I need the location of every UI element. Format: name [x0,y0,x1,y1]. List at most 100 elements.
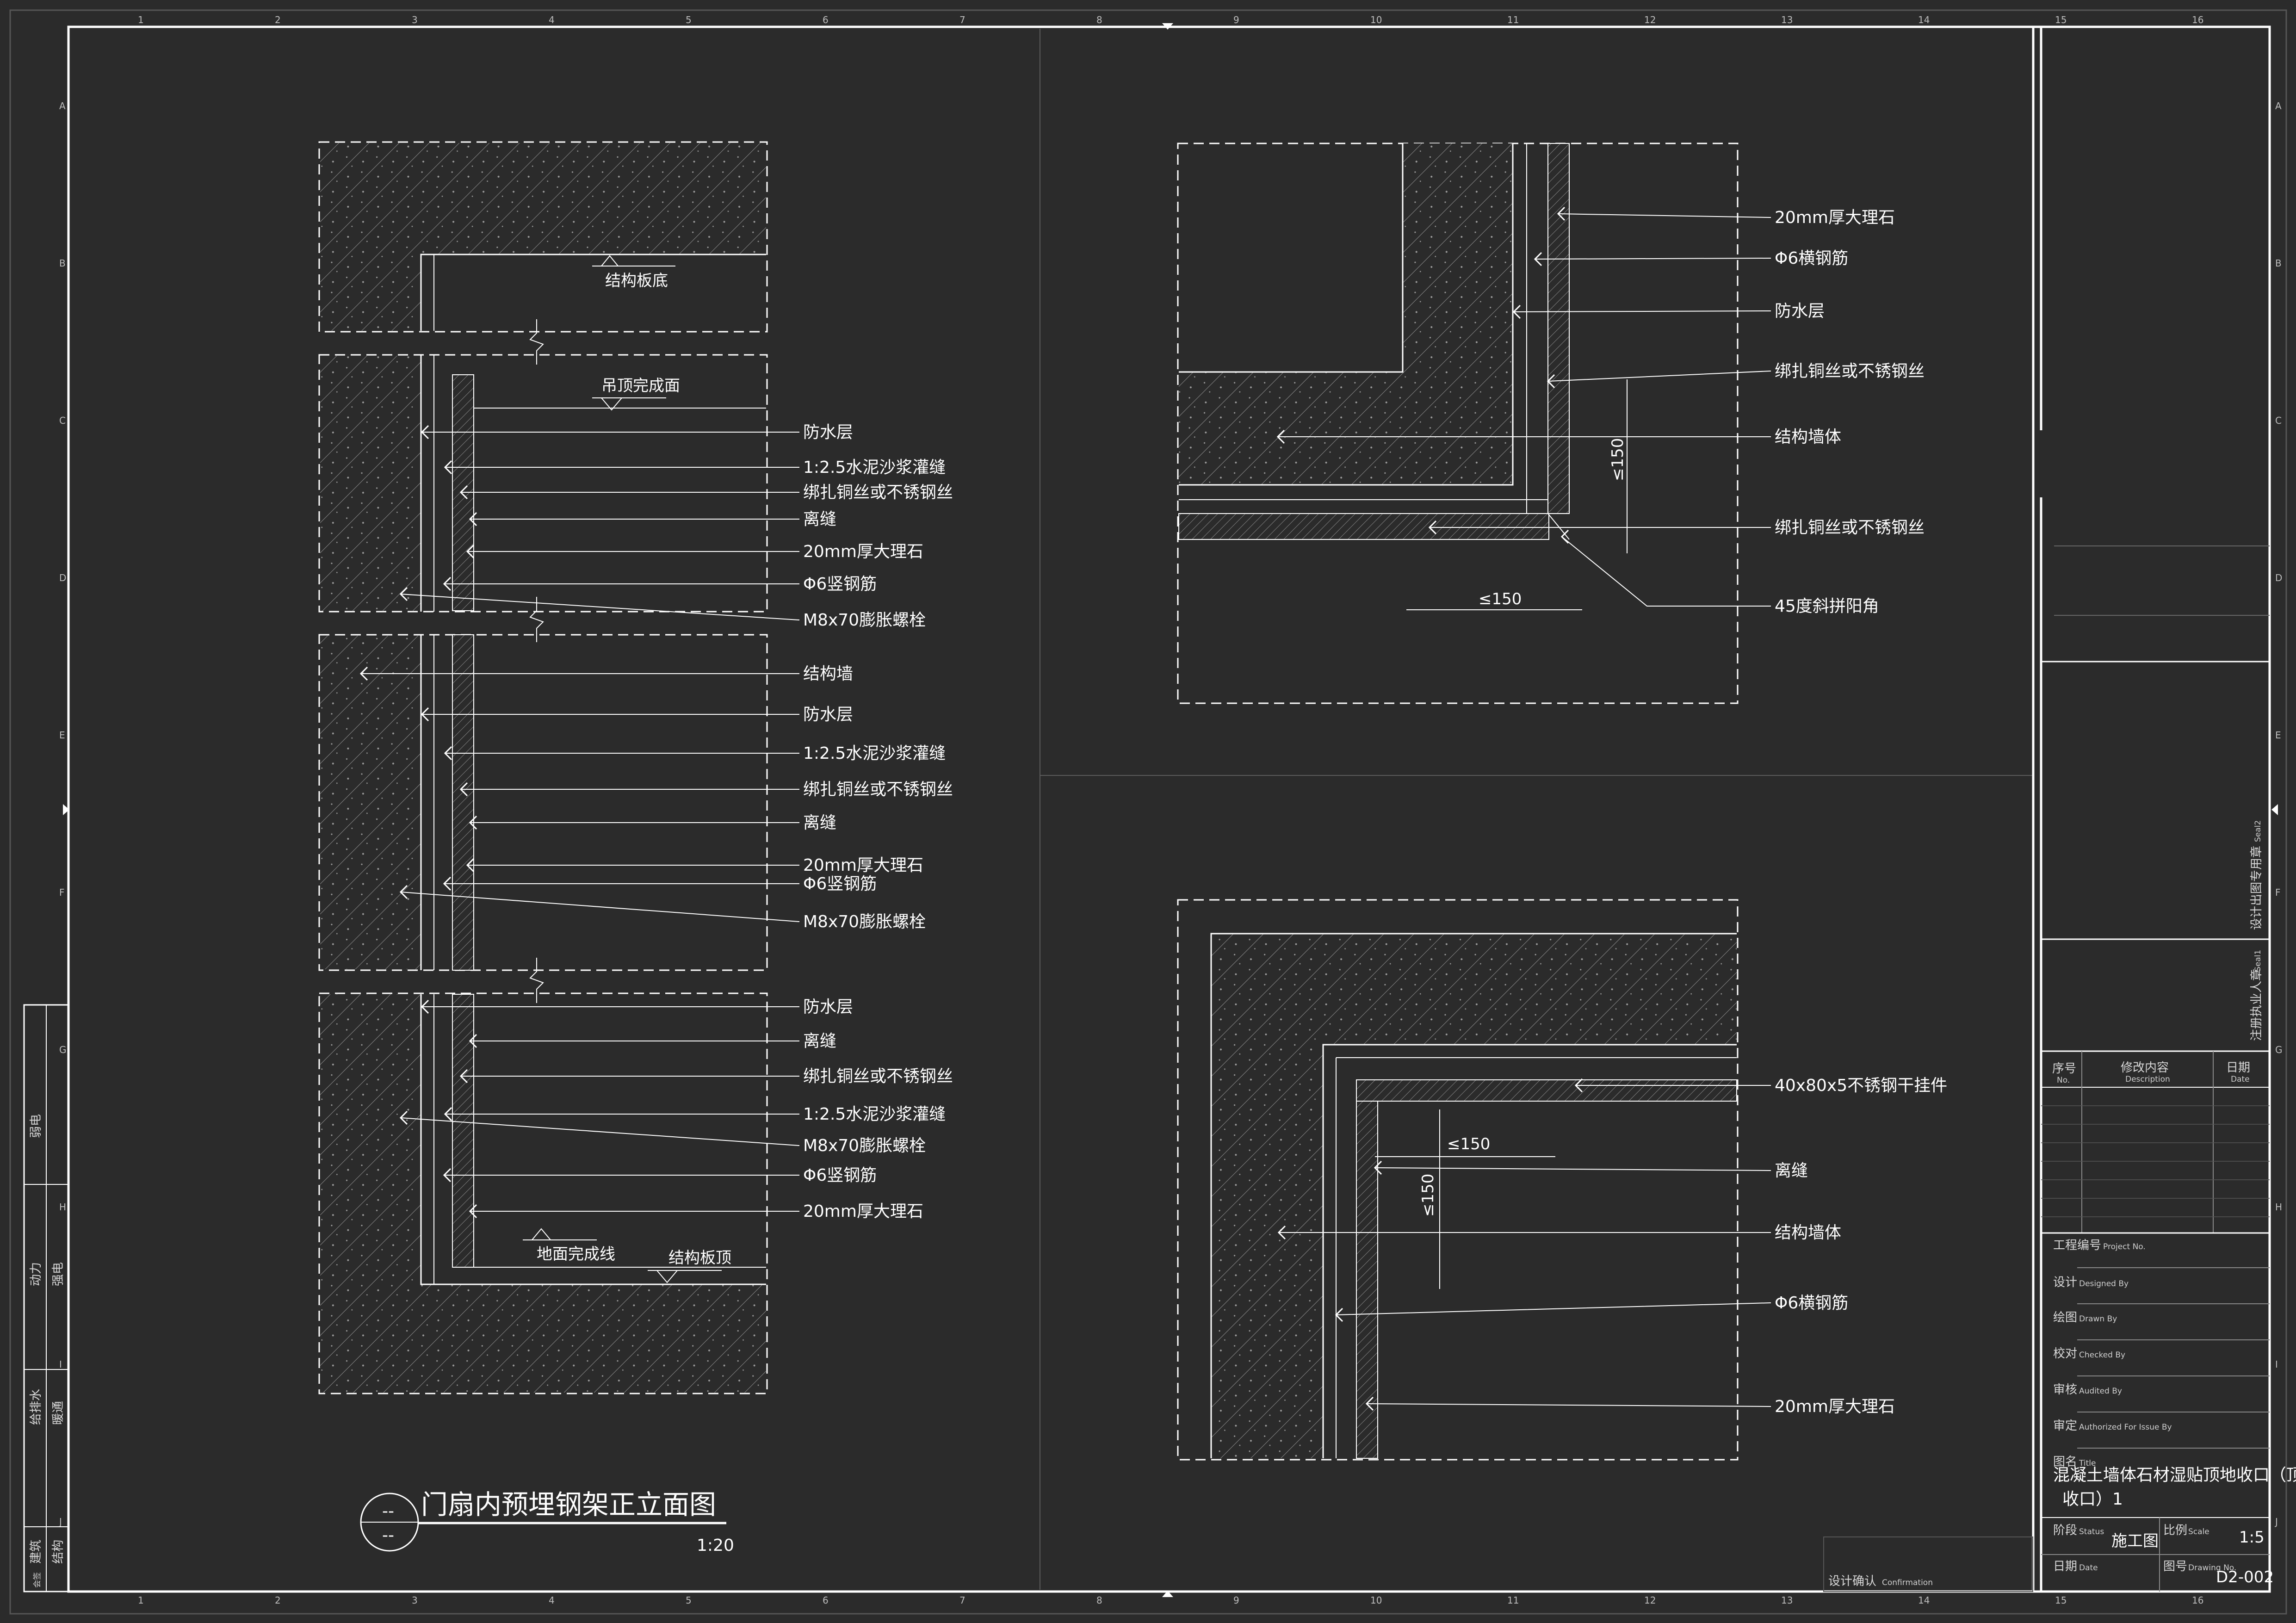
grid-col-label: 5 [686,1595,692,1606]
status-label: 阶段 [2053,1524,2077,1537]
grid-col-label: 7 [959,1595,965,1606]
grid-col-label: 8 [1096,1595,1102,1606]
leader-arrow [1547,374,1555,389]
grid-col-label: 9 [1233,1595,1239,1606]
annotation-label: M8x70膨胀螺栓 [803,611,926,630]
grid-col-label: 6 [823,14,829,25]
center-mark-top [1162,23,1173,30]
annotation-label: 结构墙体 [1775,1223,1841,1242]
annotation-label: 20mm厚大理石 [1775,208,1895,227]
leader-arrow [1574,1078,1583,1093]
grid-col-label: 15 [2055,1595,2067,1606]
annotation-label: 1:2.5水泥沙浆灌缝 [803,458,946,477]
break-mark-3 [529,958,544,1003]
br-dim-horizontal-text: ≤150 [1447,1135,1490,1153]
ceiling-finish-marker [592,397,666,411]
leader-line [1561,536,1771,607]
grid-col-label: 16 [2192,14,2203,25]
leader-arrow [469,1204,477,1219]
seal2-en: Seal2 [2253,820,2263,842]
leader-arrow [1512,304,1521,319]
leader-arrow [444,746,452,761]
rev-date-label: 日期 [2226,1061,2250,1075]
grid-col-label: 13 [1781,14,1793,25]
leader-arrow [399,587,408,601]
leader-line [1366,1403,1771,1407]
tr-dashed-border [1177,142,1739,704]
grid-col-label: 7 [959,14,965,25]
break-mark-1 [529,319,544,365]
grid-col-label: 16 [2192,1595,2203,1606]
leader-arrow [466,858,475,873]
scale-label-en: Scale [2188,1527,2209,1536]
grid-col-label: 5 [686,14,692,25]
annotation-label: 绑扎铜丝或不锈钢丝 [803,1067,953,1086]
annotation-label: Φ6竖钢筋 [803,1166,877,1185]
annotation-label: 20mm厚大理石 [803,1202,923,1221]
floor-finish-marker [523,1228,597,1240]
authorized-en: Authorized For Issue By [2079,1423,2172,1432]
br-marble-vertical [1356,1101,1378,1459]
leader-arrow [1560,529,1569,544]
annotation-label: 离缝 [803,1032,836,1051]
grid-col-label: 11 [1507,1595,1519,1606]
seal1-en: Seal1 [2253,950,2263,972]
grid-row-label: H [59,1202,66,1213]
seal1-label: 注册执业人章 [2250,969,2264,1041]
grid-col-label: 1 [138,1595,144,1606]
grid-col-label: 13 [1781,1595,1793,1606]
left-drawing-scale: 1:20 [697,1536,734,1555]
grid-col-label: 2 [275,1595,281,1606]
leader-arrow [469,815,477,830]
grid-col-label: 1 [138,14,144,25]
label-slab-bottom: 结构板底 [605,272,668,290]
drawn-label: 绘图 [2053,1311,2077,1325]
title-block: 设计出图专用章 Seal2 注册执业人章 Seal1 序号 No. 修改内容 D… [1823,545,2296,1592]
leader-line [1547,371,1771,382]
annotation-label: 离缝 [803,510,836,529]
leader-arrow [421,999,429,1014]
leader-arrow [459,782,468,797]
grid-col-label: 2 [275,14,281,25]
grid-col-label: 15 [2055,14,2067,25]
grid-col-label: 9 [1233,14,1239,25]
annotation-label: 防水层 [803,705,853,724]
center-mark-right [2271,804,2278,815]
break-mark-2 [529,597,544,642]
rev-desc-en: Description [2125,1075,2170,1084]
annotation-label: 45度斜拼阳角 [1775,597,1879,616]
left-drawing-title: 门扇内预埋钢架正立面图 [421,1489,716,1520]
project-no-label: 工程编号 [2053,1239,2101,1252]
drawing-title-line-1: 混凝土墙体石材湿贴顶地收口（顶地 [2053,1466,2296,1485]
grid-row-label: B [2275,258,2282,269]
countersign-strip: 弱电 动力 强电 给排水 暖通 建筑 结构 会签 [23,1004,69,1592]
drawing-no-label-en: Drawing No. [2188,1563,2236,1573]
grid-row-label: C [59,415,66,426]
date-label-en: Date [2079,1563,2098,1573]
top-slab-hatch [320,143,766,331]
section-2-marble [452,634,474,971]
grid-col-label: 3 [412,14,418,25]
drawing-no-value: D2-002 [2216,1568,2274,1586]
strip-power: 动力 [29,1262,43,1286]
annotation-label: 绑扎铜丝或不锈钢丝 [803,483,953,502]
scale-label: 比例 [2163,1524,2187,1537]
grid-col-label: 8 [1096,14,1102,25]
grid-row-label: G [59,1044,67,1055]
title-label-en: Title [2079,1459,2096,1468]
grid-col-label: 10 [1370,1595,1382,1606]
confirmation-label: 设计确认 [1828,1574,1876,1588]
annotation-label: 40x80x5不锈钢干挂件 [1775,1076,1947,1095]
annotation-label: 防水层 [803,423,853,442]
leader-arrow [421,425,429,440]
strip-strong-current: 强电 [51,1262,65,1286]
signoff-rows [2077,1267,2270,1449]
annotation-label: M8x70膨胀螺栓 [803,1136,926,1155]
bottom-right-section-drawing: ≤150 ≤150 40x80x5不锈钢干挂件离缝结构墙体Φ6横钢筋20mm厚大… [1177,899,1947,1461]
grid-row-label: I [59,1359,62,1370]
drawn-en: Drawn By [2079,1314,2117,1324]
strip-plumbing: 给排水 [29,1389,43,1425]
